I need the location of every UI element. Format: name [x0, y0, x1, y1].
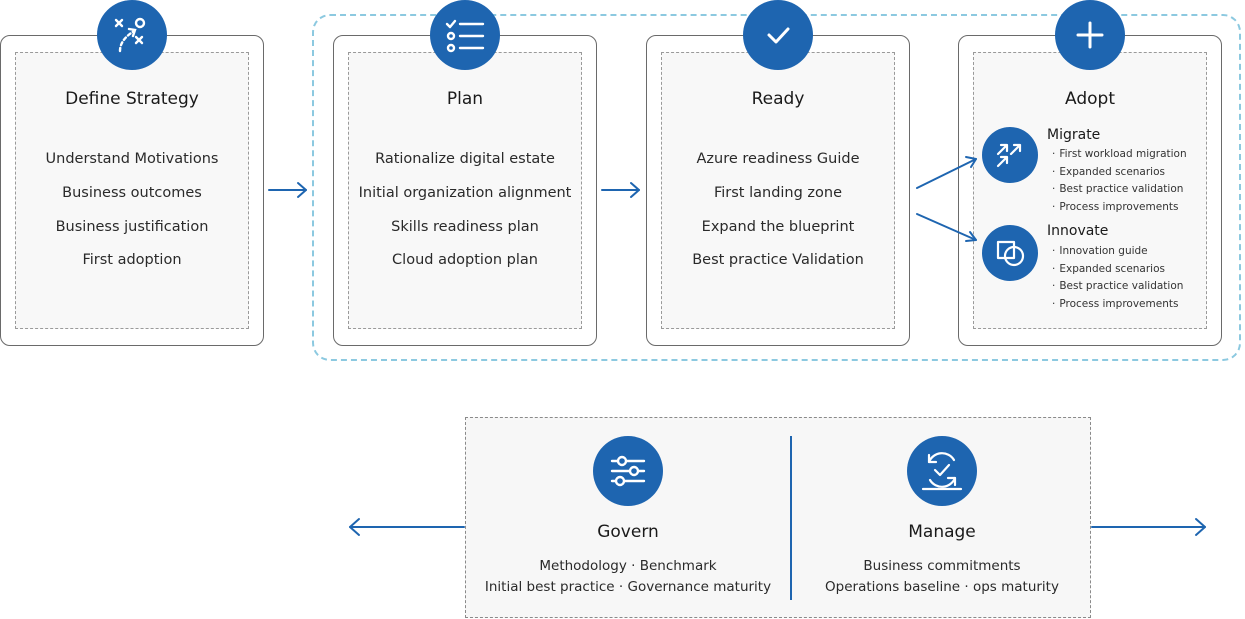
innovate-badge — [982, 225, 1038, 281]
list-item: Best practice Validation — [692, 252, 864, 269]
list-item: Business outcomes — [62, 184, 202, 201]
innovate-list: Innovation guide Expanded scenarios Best… — [1052, 243, 1183, 313]
ready-card: Ready Azure readiness Guide First landin… — [646, 35, 910, 346]
list-item: Innovation guide — [1052, 243, 1183, 261]
manage-line-2: Operations baseline · ops maturity — [825, 579, 1059, 595]
govern-manage-divider — [790, 436, 792, 600]
cycle-check-icon — [921, 452, 963, 491]
list-item: Process improvements — [1052, 296, 1183, 314]
list-item: Expanded scenarios — [1052, 261, 1183, 279]
migrate-arrows-icon — [996, 143, 1022, 168]
ready-list: Azure readiness Guide First landing zone… — [647, 149, 909, 284]
list-item: First adoption — [82, 252, 182, 269]
plan-badge — [430, 0, 500, 70]
list-item: Expand the blueprint — [701, 218, 855, 235]
list-item: First workload migration — [1052, 146, 1186, 164]
adopt-title: Adopt — [1065, 89, 1115, 109]
arrow-left-outward — [349, 518, 465, 536]
list-item: Business justification — [55, 218, 209, 235]
strategy-play-icon — [114, 17, 146, 53]
define-strategy-badge — [97, 0, 167, 70]
plan-list: Rationalize digital estate Initial organ… — [334, 149, 596, 284]
list-item: First landing zone — [713, 184, 843, 201]
list-item: Expanded scenarios — [1052, 164, 1187, 182]
plan-card: Plan Rationalize digital estate Initial … — [333, 35, 597, 346]
checkmark-icon — [767, 27, 790, 44]
list-item: Understand Motivations — [45, 151, 219, 167]
innovate-shapes-icon — [996, 240, 1025, 267]
list-item: Rationalize digital estate — [375, 151, 555, 167]
adopt-badge — [1055, 0, 1125, 70]
migrate-badge — [982, 127, 1038, 183]
ready-inner-panel — [661, 52, 895, 329]
migrate-title: Migrate — [1047, 127, 1101, 143]
govern-line-1: Methodology · Benchmark — [539, 558, 717, 574]
list-item: Skills readiness plan — [391, 218, 539, 235]
arrow-strategy-to-plan — [268, 182, 307, 198]
plan-inner-panel — [348, 52, 582, 329]
innovate-title: Innovate — [1047, 223, 1109, 239]
ready-badge — [743, 0, 813, 70]
migrate-list: First workload migration Expanded scenar… — [1052, 146, 1187, 217]
manage-title: Manage — [908, 522, 976, 542]
govern-badge — [593, 436, 663, 506]
plan-title: Plan — [446, 89, 484, 109]
list-item: Best practice validation — [1052, 181, 1187, 199]
manage-line-1: Business commitments — [863, 558, 1021, 574]
define-strategy-inner-panel — [15, 52, 249, 329]
list-item: Process improvements — [1052, 199, 1187, 217]
govern-line-2: Initial best practice · Governance matur… — [484, 579, 772, 595]
list-item: Initial organization alignment — [358, 184, 572, 201]
define-strategy-list: Understand Motivations Business outcomes… — [1, 149, 263, 284]
plus-icon — [1076, 21, 1104, 49]
list-item: Best practice validation — [1052, 278, 1183, 296]
define-strategy-title: Define Strategy — [65, 89, 199, 109]
define-strategy-card: Define Strategy Understand Motivations B… — [0, 35, 264, 346]
manage-badge — [907, 436, 977, 506]
govern-title: Govern — [597, 522, 659, 542]
list-item: Cloud adoption plan — [392, 252, 538, 269]
arrow-ready-to-innovate — [916, 213, 977, 242]
govern-manage-panel — [465, 417, 1091, 618]
ready-title: Ready — [751, 89, 805, 109]
arrow-right-outward — [1091, 518, 1206, 536]
arrow-plan-to-ready — [601, 182, 640, 198]
arrow-ready-to-migrate — [916, 156, 977, 189]
sliders-icon — [610, 455, 646, 487]
checklist-icon — [445, 19, 485, 53]
list-item: Azure readiness Guide — [696, 151, 860, 167]
